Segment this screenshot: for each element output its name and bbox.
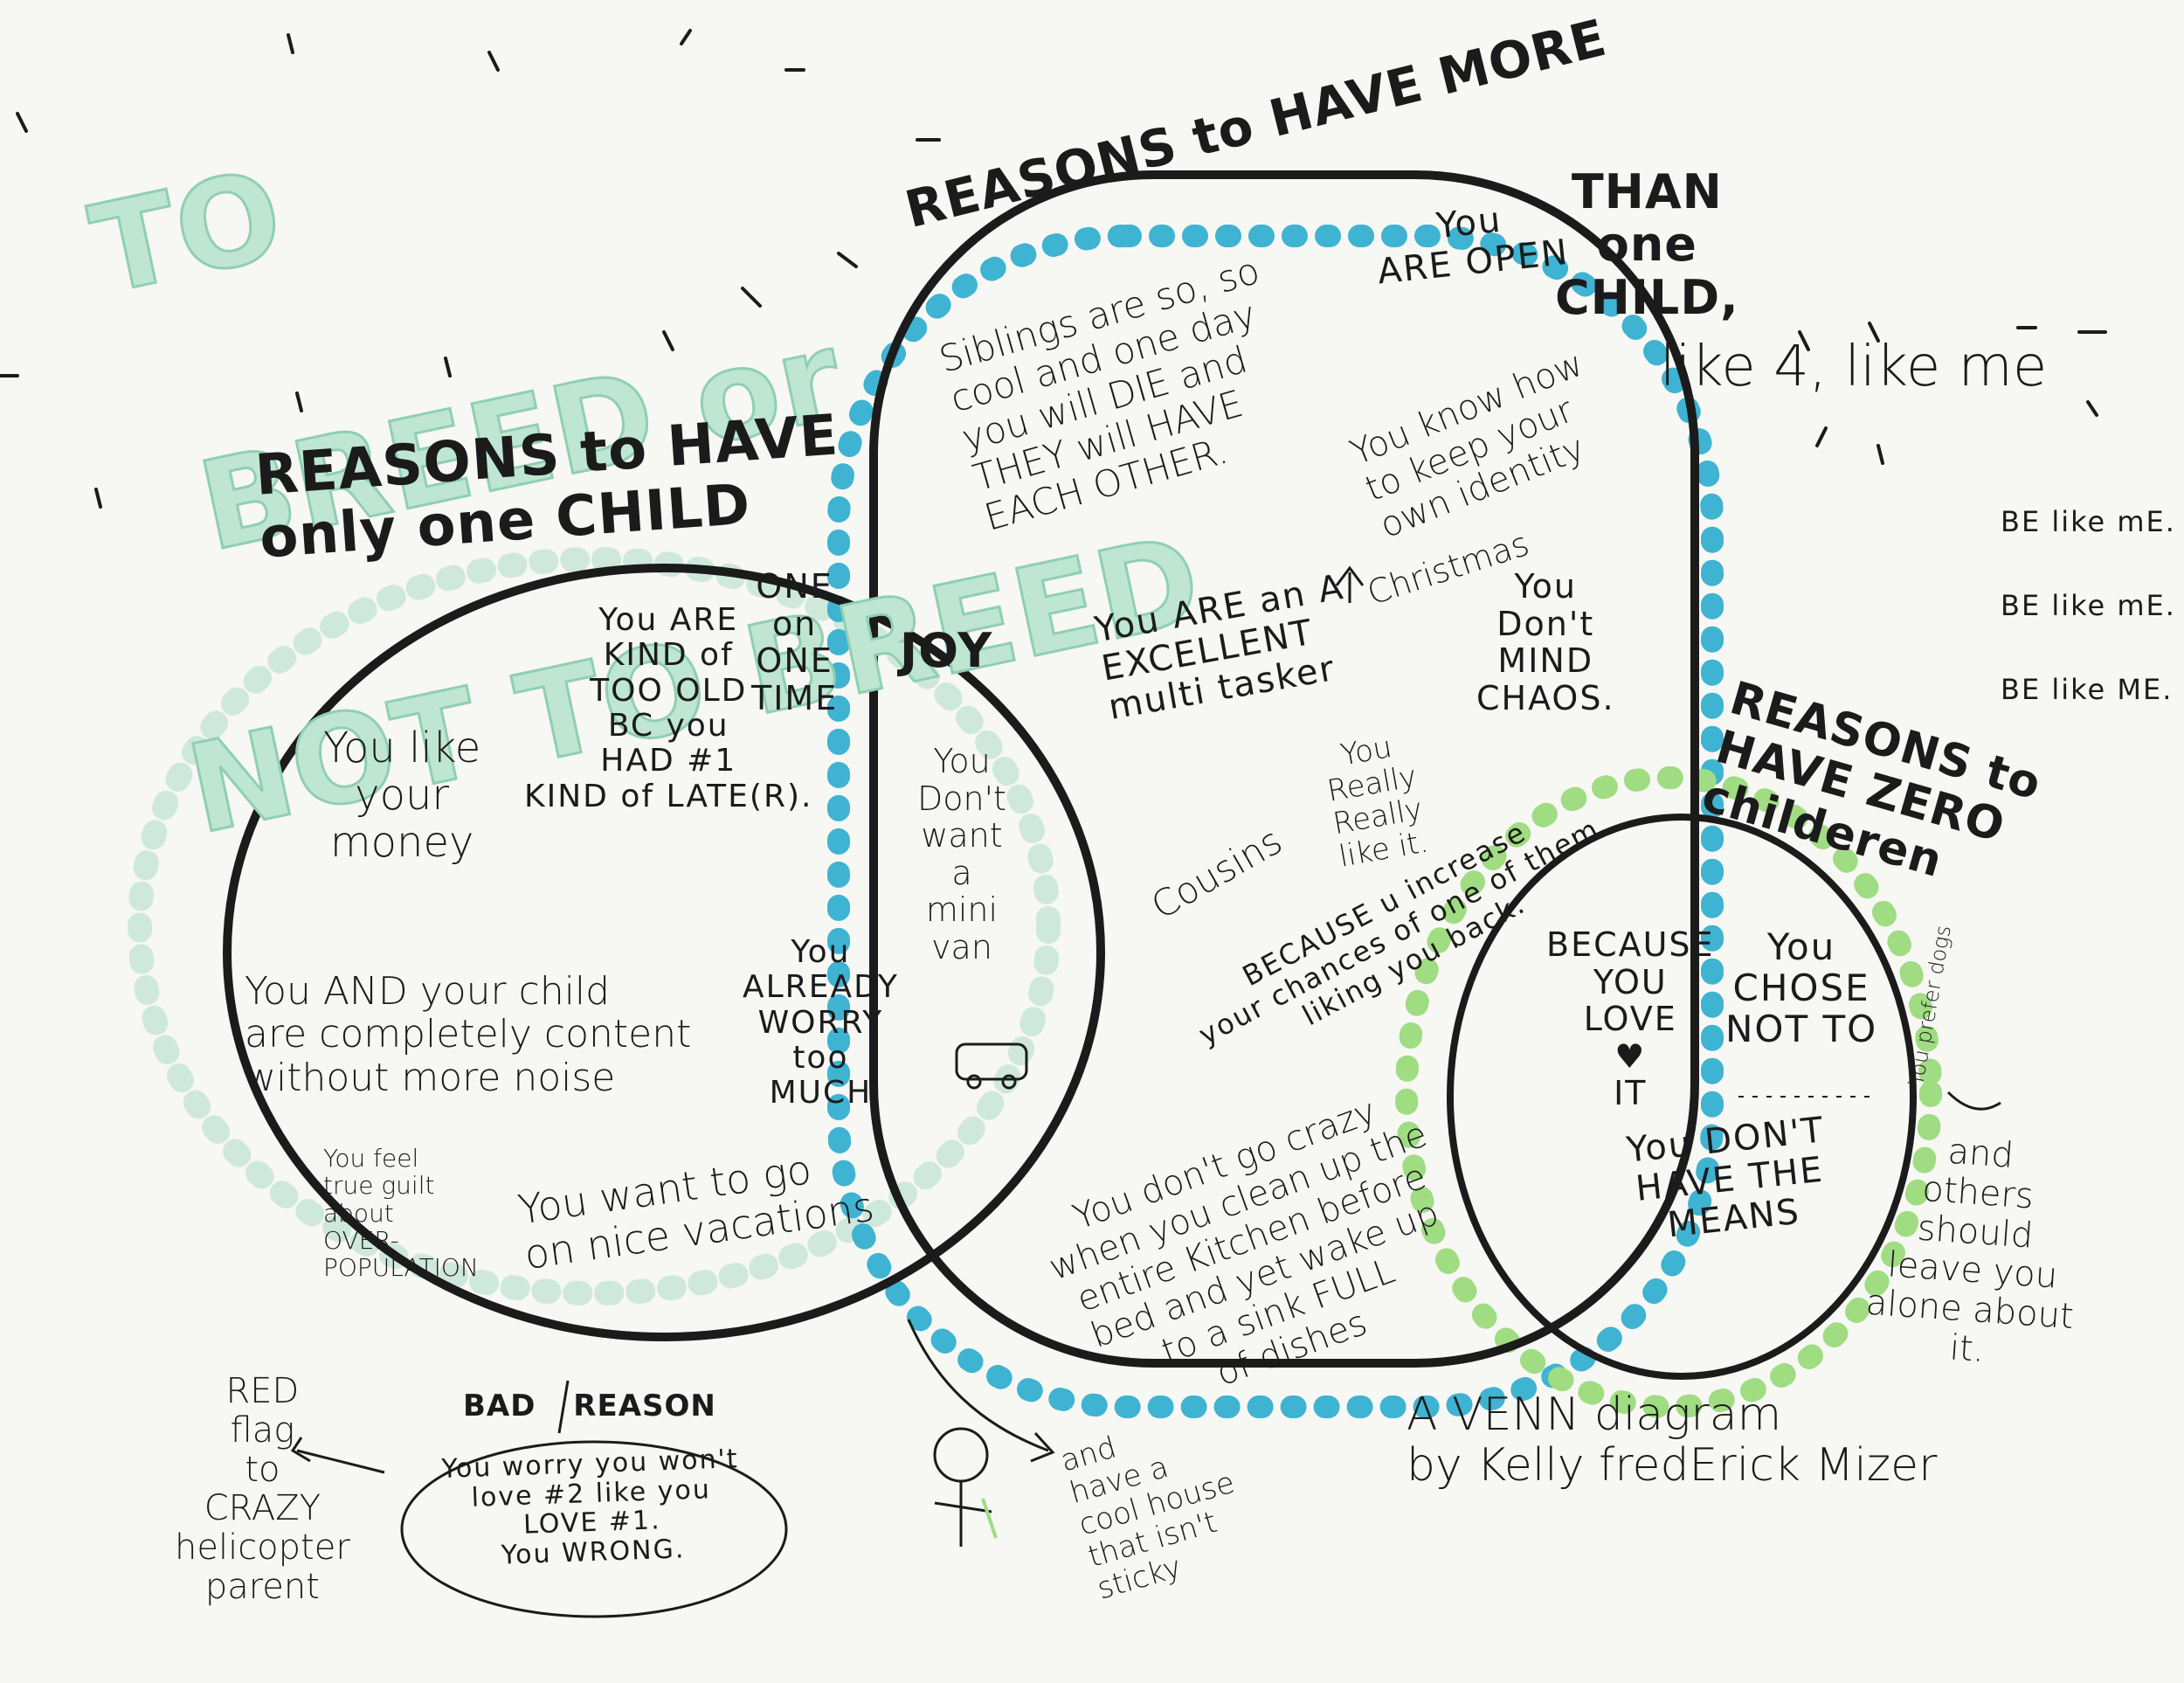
arrow-to-others — [1946, 1091, 2001, 1111]
reason-chose-not-to: You CHOSE NOT TO — [1725, 925, 1878, 1051]
overlap-love-it: BECAUSE YOU LOVE ♥ IT — [1546, 925, 1715, 1113]
reason-chaos: You Don't MIND CHAOS. — [1476, 567, 1615, 717]
red-flag-note: RED flag to CRAZY helicopter parent — [175, 1371, 350, 1607]
reason-content: You AND your child are completely conten… — [245, 969, 692, 1100]
reason-worry: You ALREADY WORRY too MUCH — [743, 934, 899, 1112]
like-four-me: like 4, like me — [1660, 335, 2048, 399]
left-circle-scallop — [128, 547, 1061, 1306]
minivan-wheel — [966, 1074, 982, 1090]
credit-line: A VENN diagram by Kelly fredErick Mizer — [1406, 1389, 1938, 1493]
figure-green — [981, 1498, 998, 1539]
reason-guilt: You feel true guilt about OVER- POPULATI… — [323, 1144, 479, 1283]
figure-body — [934, 1481, 992, 1547]
overlap-minivan: You Don't want a mini van — [917, 742, 1006, 966]
arrow-to-red-flag-head — [290, 1437, 311, 1463]
bad-reason-label: BAD REASON — [463, 1389, 716, 1423]
up-arrow-doodle — [1335, 565, 1365, 603]
minivan-wheel — [1001, 1074, 1017, 1090]
arrow-to-red-flag — [296, 1449, 385, 1474]
arrow-to-cool-house-head — [1030, 1431, 1055, 1463]
reason-others-leave-alone: and others should leave you alone about … — [1864, 1131, 2076, 1371]
figure-doodle — [933, 1427, 989, 1483]
title-line: TO — [79, 142, 296, 323]
arrow-to-cool-house — [907, 1319, 1049, 1452]
bad-reason-oval — [400, 1440, 788, 1618]
reason-no-means: You DON'T HAVE THE MEANS — [1624, 1110, 1827, 1245]
left-circle — [223, 564, 1105, 1341]
reason-too-old: You ARE KIND of TOO OLD BC you HAD #1 KI… — [524, 602, 813, 814]
right-circle — [1447, 814, 1917, 1380]
be-like-me-line: BE like mE. — [2001, 505, 2176, 538]
overlap-joy: JOY — [900, 623, 993, 678]
right-circle-scallop — [1395, 766, 1942, 1418]
reason-one-on-one: ONE on ONE TIME — [751, 567, 839, 717]
bad-reason-slash — [557, 1380, 570, 1434]
dash-rays — [0, 29, 2107, 509]
be-like-me-line: BE like mE. — [2001, 589, 2176, 622]
bad-reason-text: You worry you won't love #2 like you LOV… — [440, 1444, 740, 1571]
reason-money: You like your money — [323, 724, 481, 867]
minivan-doodle — [955, 1042, 1028, 1081]
be-like-me-list: BE like mE. BE like mE. BE like ME. — [2001, 459, 2176, 752]
be-like-me-line: BE like ME. — [2001, 673, 2174, 706]
heading-more-child-cont: THAN one CHILD, — [1555, 164, 1739, 325]
middle-shape — [869, 170, 1699, 1368]
